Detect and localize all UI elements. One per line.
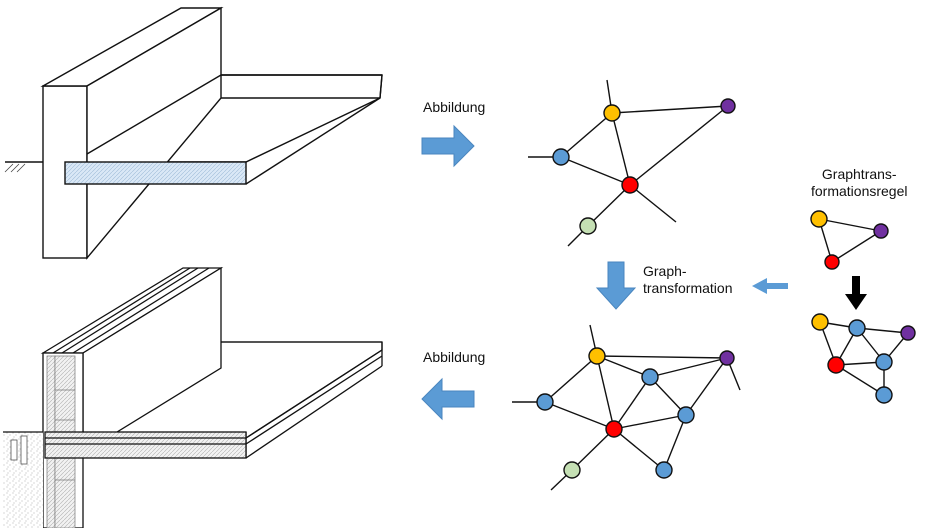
graph-node-blue [655,461,673,479]
abbildung-label-top: Abbildung [423,99,486,115]
abbildung-label-bottom: Abbildung [423,349,486,365]
graph-transformation-line-2: transformation [643,280,733,296]
rule-node-yellow [811,313,829,331]
ground-hatch [4,163,26,173]
graph-node-blue [536,393,554,411]
graph-node-red [621,176,639,194]
rule-label-line-2: formationsregel [811,183,908,199]
graph-node-green [563,461,581,479]
graph-node-yellow [603,104,621,122]
rule-node-blue [875,386,893,404]
block-arrow-right-icon [421,124,475,168]
graph-transformation-rule-label: Graphtrans- formationsregel [811,166,908,200]
rule-node-blue [875,353,893,371]
graph-transformation-label: Graph- transformation [643,263,732,297]
rule-graph-right [811,313,916,404]
rule-node-purple [873,223,889,239]
wall-model-detailed [3,266,383,528]
graph-node-red [605,420,623,438]
graph-node-blue [677,406,695,424]
black-arrow-down-icon [845,276,867,310]
graph-node-blue [641,368,659,386]
graph-node-green [579,217,597,235]
rule-node-purple [900,325,916,341]
source-graph [528,79,736,247]
rule-node-red [824,254,840,270]
block-arrow-left-icon [421,377,475,421]
wall-model-simple [4,6,383,260]
graph-node-yellow [588,347,606,365]
rule-node-red [827,356,845,374]
block-arrow-down-icon [595,261,637,310]
slab-cross-section [64,161,247,185]
rule-node-yellow [810,210,828,228]
graph-node-purple [719,350,735,366]
rule-node-blue [848,319,866,337]
graph-node-blue [552,148,570,166]
graph-transformation-line-1: Graph- [643,263,687,279]
rule-graph-left [810,210,889,270]
rule-label-line-1: Graphtrans- [821,166,897,182]
graph-node-purple [720,98,736,114]
target-graph [512,324,741,491]
small-arrow-left-icon [752,278,788,294]
